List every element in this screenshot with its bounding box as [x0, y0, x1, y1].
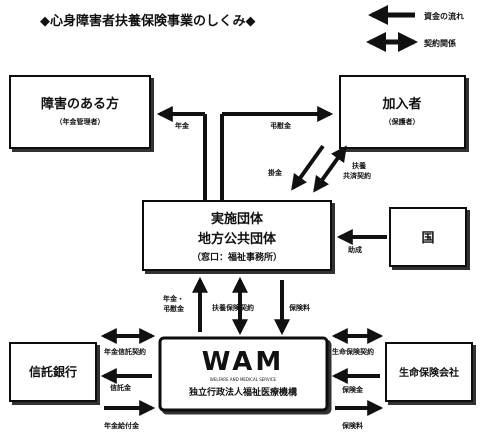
label-pension-condolence-1: 年金・: [163, 294, 184, 303]
legend-money-flow-label: 資金の流れ: [424, 11, 464, 21]
node-disabled-sub: （年金管理者）: [56, 117, 105, 126]
node-life-insurance: 生命保険会社: [385, 342, 473, 402]
wam-tagline: WELFARE AND MEDICAL SERVICE: [210, 377, 277, 382]
node-wam: WAM WELFARE AND MEDICAL SERVICE 独立行政法人福祉…: [158, 336, 329, 412]
wam-logo: WAM: [202, 347, 285, 377]
label-pension-to-disabled: 年金: [175, 121, 190, 130]
node-member-sub: （保護者）: [385, 117, 420, 126]
label-mutual-contract-1: 扶養: [352, 161, 366, 170]
label-mutual-contract-2: 共済契約: [343, 171, 371, 180]
label-insurance-money: 保険金: [341, 385, 364, 394]
node-member: 加入者 （保護者）: [339, 75, 466, 149]
node-disabled-title: 障害のある方: [41, 96, 119, 112]
label-life-contract: 生命保険契約: [332, 347, 374, 356]
label-trust-money: 信託金: [110, 383, 132, 392]
label-insurance-fee-right: 保険料: [341, 421, 363, 430]
node-member-title: 加入者: [381, 96, 421, 112]
node-trust-bank-title: 信託銀行: [29, 364, 77, 379]
node-implementer: 実施団体 地方公共団体 （窓口：福祉事務所）: [142, 200, 332, 271]
label-pension-condolence-2: 弔慰金: [163, 304, 185, 313]
node-disabled: 障害のある方 （年金管理者）: [9, 75, 151, 149]
label-insurance-contract: 扶養保険契約: [212, 303, 254, 312]
node-trust-bank: 信託銀行: [9, 342, 97, 402]
label-premium: 掛金: [268, 168, 283, 177]
label-insurance-fee-left: 保険料: [288, 303, 310, 312]
node-life-insurance-title: 生命保険会社: [399, 366, 459, 379]
connector-implementer-to-top: [156, 106, 334, 201]
legend: 資金の流れ 契約関係: [366, 5, 464, 52]
arrow-mutual-contract: [313, 145, 347, 193]
node-implementer-line1: 実施団体: [211, 211, 264, 227]
node-nation-title: 国: [421, 231, 434, 246]
label-condolence-to-member: 弔慰金: [270, 121, 292, 130]
label-trust-contract: 年金信託契約: [104, 347, 146, 356]
node-nation: 国: [389, 207, 467, 267]
diagram-title: ◆心身障害者扶養保険事業のしくみ◆: [40, 13, 256, 29]
node-implementer-line2: 地方公共団体: [198, 231, 277, 247]
node-implementer-line3: （窓口：福祉事務所）: [192, 251, 282, 263]
legend-contract-label: 契約関係: [423, 38, 456, 48]
label-subsidy: 助成: [348, 245, 362, 254]
label-pension-payment: 年金給付金: [104, 421, 140, 430]
wam-name: 独立行政法人福祉医療機構: [188, 386, 297, 398]
